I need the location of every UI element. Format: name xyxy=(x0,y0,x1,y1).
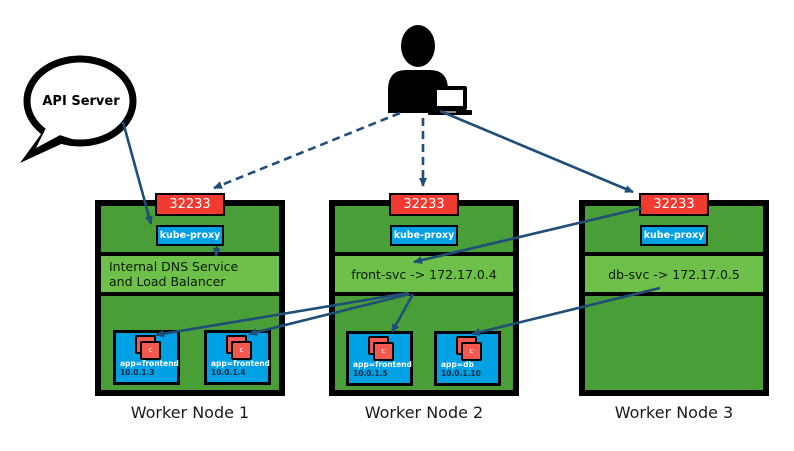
pod-ip: 10.0.1.10 xyxy=(441,369,481,378)
pod-label: app=frontend xyxy=(120,359,179,368)
pod-frontend-10-0-1-3: c app=frontend 10.0.1.3 xyxy=(113,330,180,385)
pod-label: app=frontend xyxy=(353,360,412,369)
worker-node-1: 32233 kube-proxy Internal DNS Service an… xyxy=(95,193,287,396)
node2-service-label: front-svc -> 172.17.0.4 xyxy=(335,256,513,292)
container-icon: c xyxy=(437,334,498,361)
pod-ip: 10.0.1.5 xyxy=(353,369,388,378)
node1-service-line1: Internal DNS Service xyxy=(109,259,239,274)
node3-kube-proxy: kube-proxy xyxy=(640,225,708,246)
node3-name: Worker Node 3 xyxy=(614,403,734,422)
node2-name: Worker Node 2 xyxy=(364,403,484,422)
node3-service-line1: db-svc -> 172.17.0.5 xyxy=(608,266,740,282)
node3-pods-section xyxy=(585,296,763,390)
node1-name: Worker Node 1 xyxy=(130,403,250,422)
node2-nodeport-badge: 32233 xyxy=(389,193,459,216)
node1-service-label: Internal DNS Service and Load Balancer xyxy=(101,256,287,292)
arrow-user-to-node1-port xyxy=(213,111,401,190)
container-icon: c xyxy=(207,333,268,360)
pod-db-10-0-1-10: c app=db 10.0.1.10 xyxy=(434,331,501,386)
node1-nodeport-badge: 32233 xyxy=(155,193,225,216)
container-icon: c xyxy=(116,333,177,360)
node1-service-bar xyxy=(101,256,279,292)
node1-service-line2: and Load Balancer xyxy=(109,274,226,289)
pod-ip: 10.0.1.4 xyxy=(211,368,246,377)
container-icon: c xyxy=(349,334,410,361)
pod-label: app=frontend xyxy=(211,359,270,368)
worker-node-3: 32233 kube-proxy db-svc -> 172.17.0.5 xyxy=(579,193,769,396)
api-server-label: API Server xyxy=(42,94,120,109)
pod-label: app=db xyxy=(441,360,474,369)
worker-node-2: 32233 kube-proxy front-svc -> 172.17.0.4… xyxy=(329,193,519,396)
node2-service-line1: front-svc -> 172.17.0.4 xyxy=(351,266,497,282)
node1-kube-proxy: kube-proxy xyxy=(156,225,224,246)
speech-bubble-icon xyxy=(20,55,137,163)
node2-kube-proxy: kube-proxy xyxy=(390,225,458,246)
pod-ip: 10.0.1.3 xyxy=(120,368,155,377)
node3-nodeport-badge: 32233 xyxy=(639,193,709,216)
node3-service-label: db-svc -> 172.17.0.5 xyxy=(585,256,763,292)
arrow-user-to-node3-port xyxy=(439,109,634,194)
pod-frontend-10-0-1-5: c app=frontend 10.0.1.5 xyxy=(346,331,413,386)
pod-frontend-10-0-1-4: c app=frontend 10.0.1.4 xyxy=(204,330,271,385)
user-icon xyxy=(388,25,448,113)
laptop-icon xyxy=(428,86,472,115)
